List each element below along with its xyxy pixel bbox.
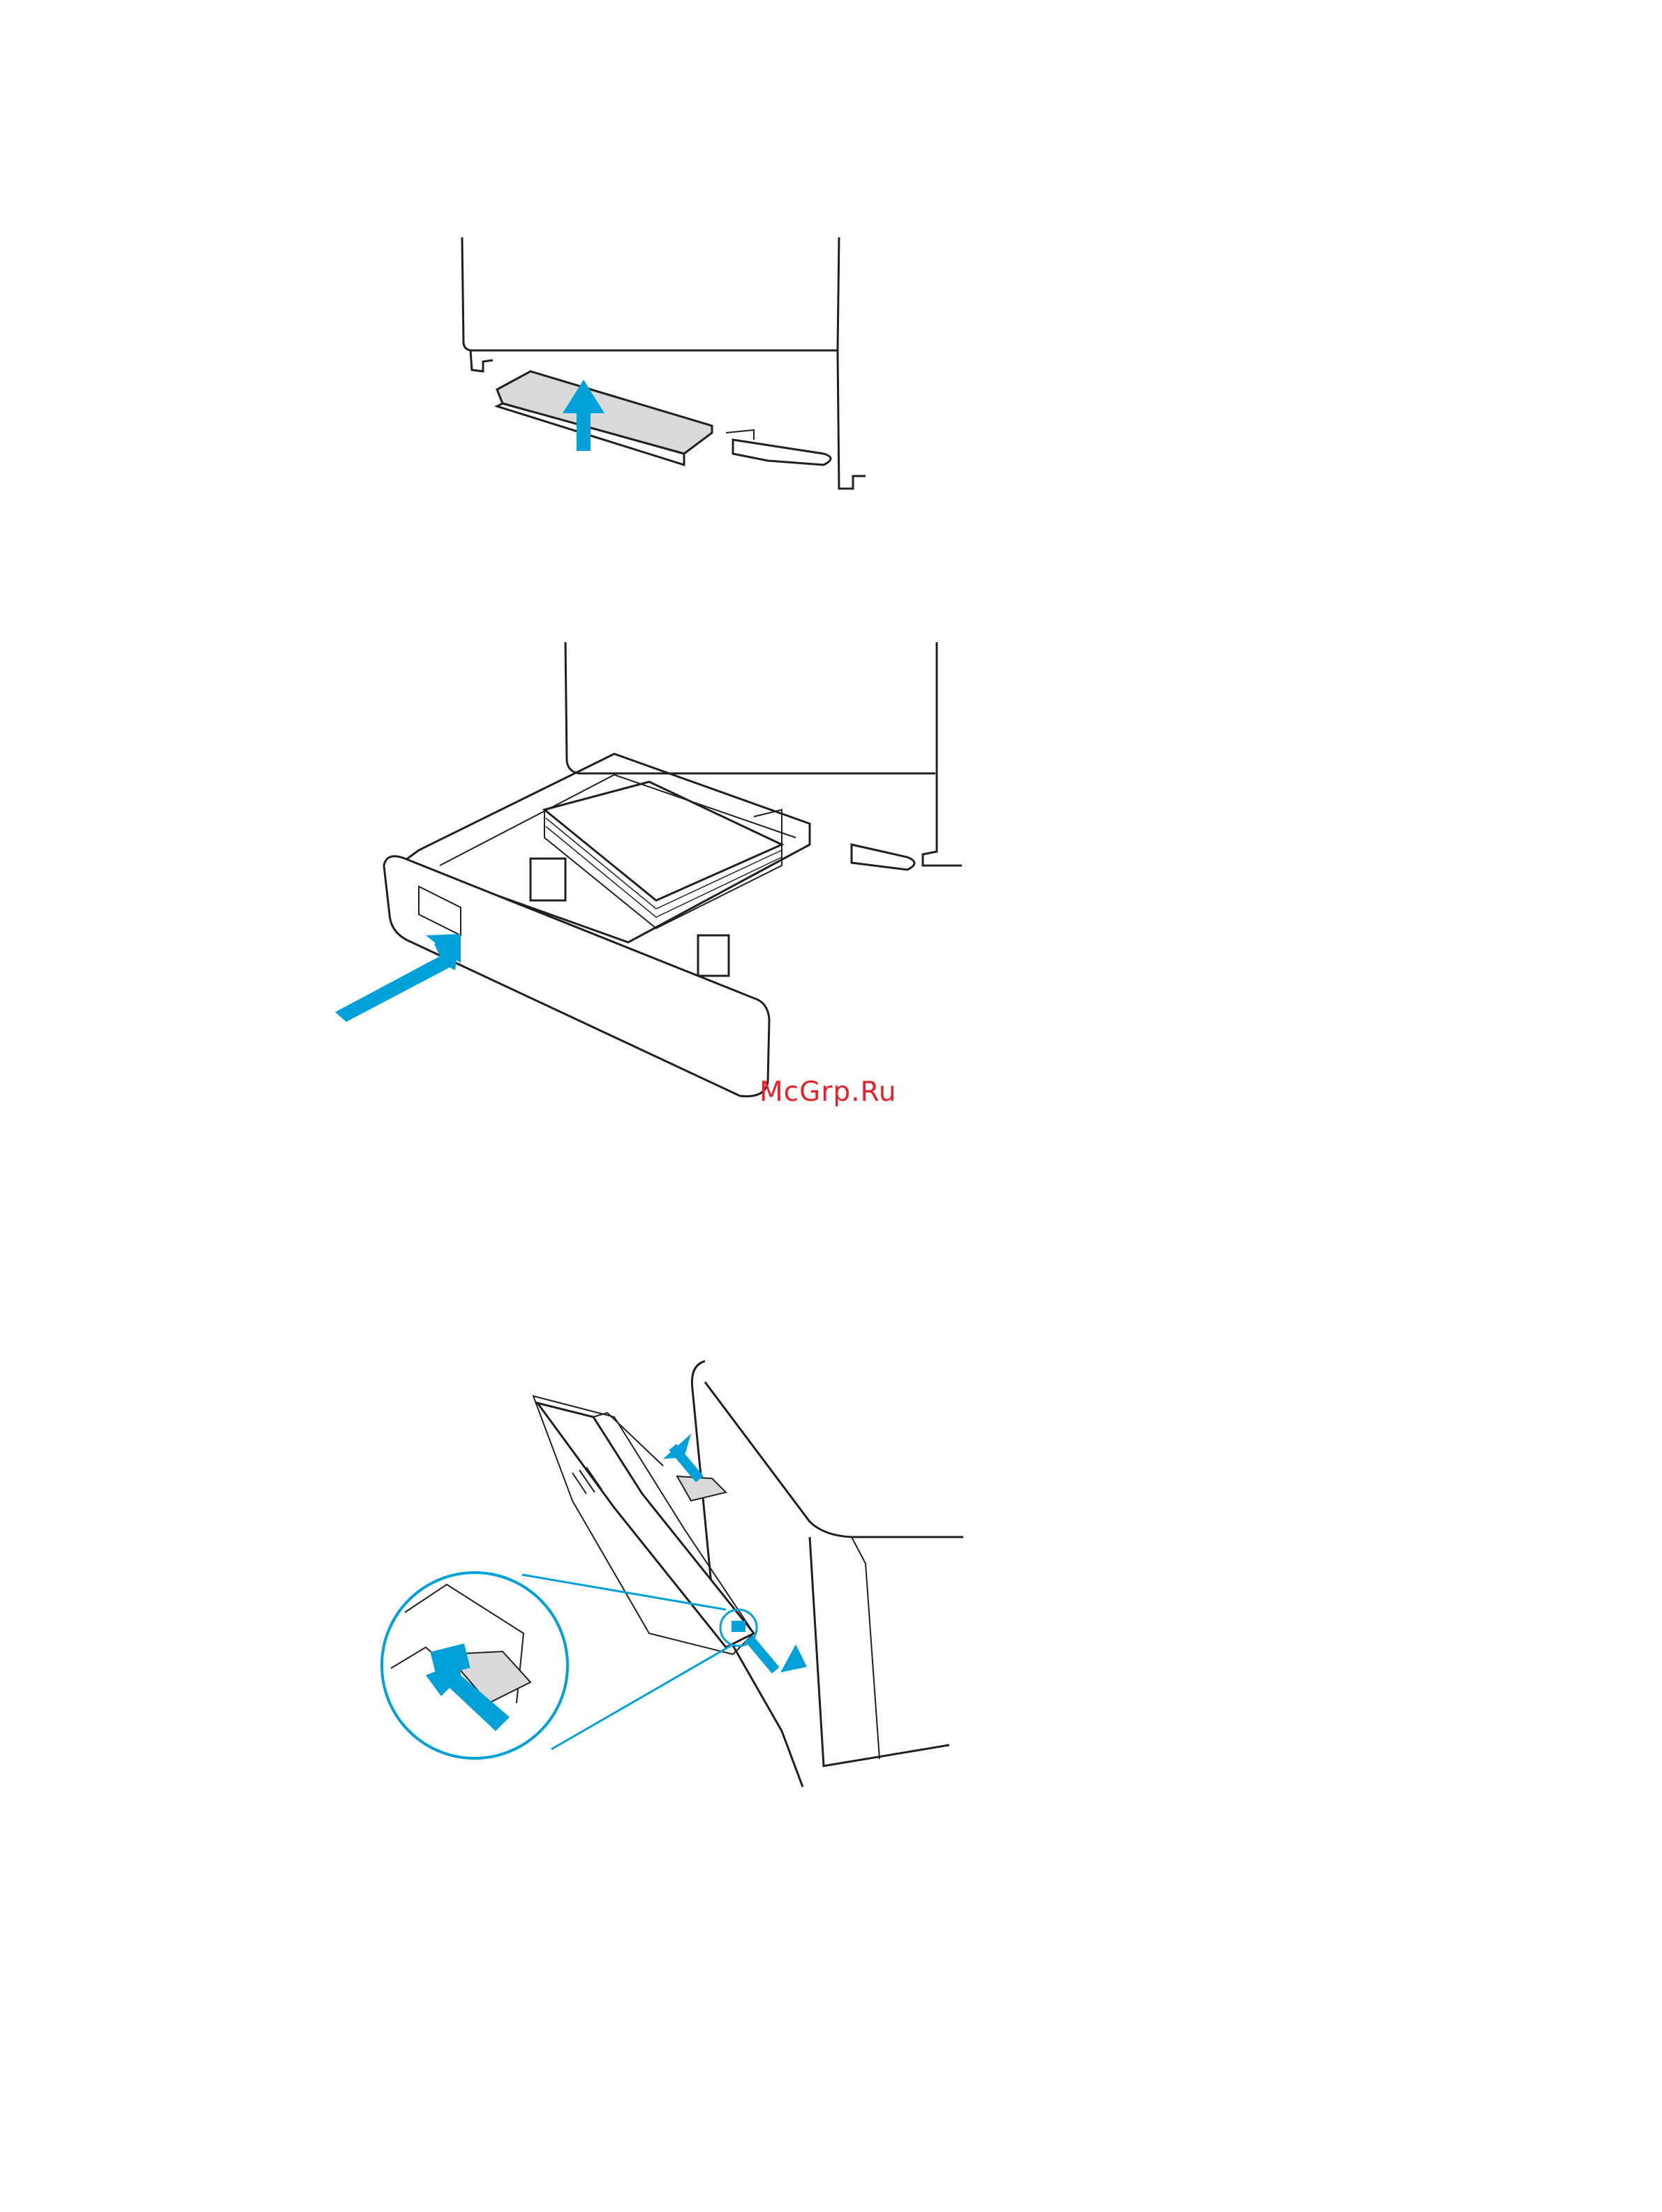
watermark-text: McGrp.Ru [759, 1076, 897, 1108]
figure-insert-tray [321, 635, 949, 1110]
arrow-down-icon [745, 1635, 807, 1674]
printer-base-illustration [447, 223, 880, 503]
paper-tray-illustration [321, 635, 949, 1110]
watermark: McGrp.Ru [759, 1076, 897, 1108]
page-bottom-edge [0, 2204, 1662, 2206]
arrow-in-icon [335, 934, 461, 1022]
tray1-illustration [363, 1354, 977, 1871]
figure-tray1-guides [363, 1354, 977, 1871]
figure-dust-cover [447, 223, 880, 503]
detail-callout [382, 1573, 567, 1758]
tray1 [537, 1403, 754, 1647]
